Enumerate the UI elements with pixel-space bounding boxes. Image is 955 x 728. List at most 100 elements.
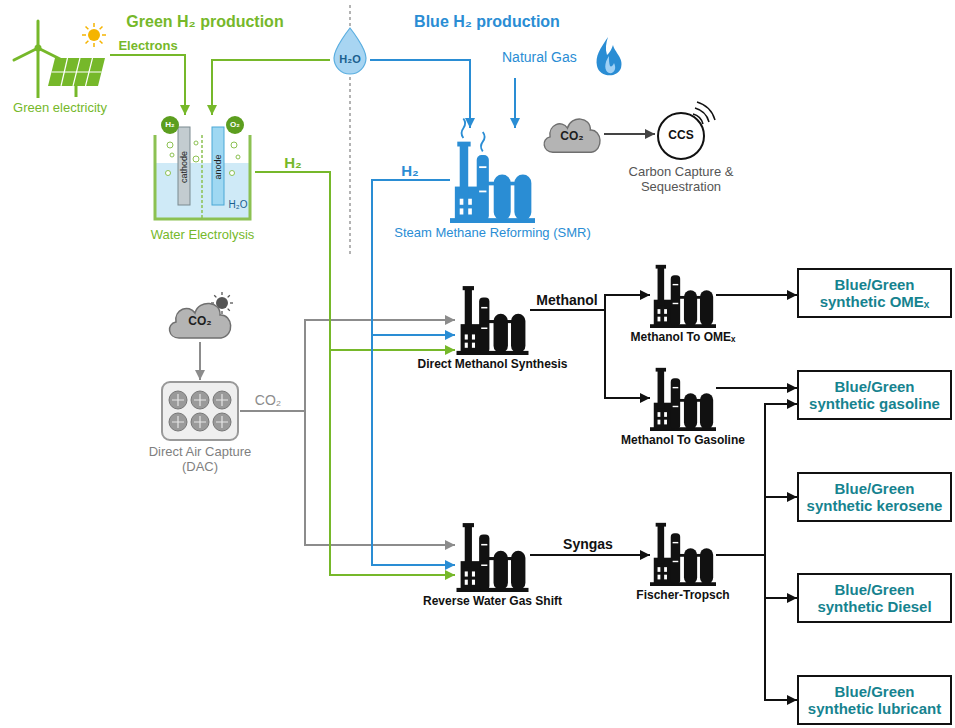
sun-ray: [102, 34, 106, 36]
product-box: Blue/Green synthetic lubricant: [797, 675, 952, 725]
node-label: CO₂: [560, 130, 583, 144]
ccs-circle: [658, 113, 704, 159]
plant-part: [671, 275, 680, 326]
cell-tank: [155, 135, 250, 219]
gas-label: H₂: [165, 121, 174, 129]
plant-part: [700, 548, 713, 584]
sun-ray: [221, 292, 222, 295]
process-plant: Methanol To OMEₓ: [650, 262, 716, 328]
node-label: CCS: [668, 129, 693, 143]
flow-label: Methanol: [534, 293, 599, 307]
sun-ray: [228, 309, 230, 311]
dac-frame: [162, 382, 238, 440]
smr-plant: Steam Methane Reforming (SMR): [450, 128, 535, 223]
node-caption: Direct Methanol Synthesis: [417, 358, 567, 372]
sun-ray: [82, 34, 86, 36]
plant-part: [514, 174, 531, 220]
plant-window: [658, 317, 661, 322]
plant-part: [679, 399, 685, 402]
plant-part: [465, 526, 472, 567]
gas-bubble: [167, 142, 173, 148]
gas-bubble: [170, 153, 174, 157]
drop-shape: [334, 28, 366, 74]
factory-icon: [455, 283, 530, 355]
flow-arrow: [716, 294, 797, 296]
flow-arrow: [255, 172, 455, 350]
plant-stripe: [479, 191, 486, 193]
factory-icon: [455, 520, 530, 592]
plant-window: [472, 334, 475, 339]
plant-window: [472, 343, 475, 348]
flame-core: [605, 56, 615, 73]
plant-part: [671, 378, 680, 429]
plant-part: [488, 557, 494, 560]
node-caption: Methanol To Gasoline: [621, 434, 745, 448]
plant-window: [658, 420, 661, 425]
green-electricity-icon: Green electricity: [10, 18, 110, 98]
sun-ray: [93, 23, 95, 27]
caption-holder: Methanol To OMEₓ: [631, 331, 736, 345]
plant-part: [696, 296, 701, 299]
flow-label: Syngas: [561, 537, 615, 551]
text-holder: CCS: [668, 129, 693, 143]
caption-holder: Direct Air Capture (DAC): [138, 445, 263, 475]
plant-stripe: [673, 406, 679, 407]
cathode: [178, 127, 190, 205]
fan-blade: [172, 394, 184, 406]
product-box: Blue/Green synthetic gasoline: [797, 370, 952, 420]
dac-unit: Direct Air Capture (DAC): [160, 380, 240, 442]
caption-holder: Fischer-Tropsch: [636, 589, 729, 603]
plant-window: [472, 580, 475, 585]
node-label: Natural Gas: [502, 49, 577, 65]
flow-arrow: [199, 342, 201, 380]
plant-window: [664, 567, 667, 572]
electrode-label: cathode: [180, 151, 189, 183]
ccs-tank: CCSCarbon Capture & Sequestration: [655, 110, 707, 162]
node-label: Blue/Green synthetic OMEₓ: [803, 276, 946, 311]
flame-shape: [597, 37, 622, 75]
caption-holder: Carbon Capture & Sequestration: [616, 165, 746, 195]
caption-holder: Direct Methanol Synthesis: [417, 358, 567, 372]
plant-part: [479, 297, 489, 353]
plant-stripe: [481, 564, 487, 566]
flow-arrow: [716, 555, 797, 700]
plant-part: [656, 523, 666, 527]
plant-stripe: [673, 542, 679, 543]
gas-bubble: [236, 155, 240, 159]
sun-ray: [86, 41, 89, 44]
plant-window: [658, 575, 661, 580]
dac-fan: [191, 391, 209, 409]
plant-window: [472, 571, 475, 576]
plant-part: [463, 286, 474, 290]
flow-arrow: [372, 180, 455, 335]
plant-stripe: [479, 166, 486, 168]
plant-part: [696, 399, 701, 402]
node-caption: Reverse Water Gas Shift: [423, 595, 562, 609]
plant-part: [511, 314, 525, 353]
plant-part: [507, 557, 512, 560]
text-holder: CO₂: [188, 307, 211, 329]
plant-part: [700, 393, 713, 429]
steam-line: [481, 132, 485, 151]
plant-part: [679, 554, 685, 557]
plant-symbol: [650, 265, 716, 328]
flow-arrow: [240, 411, 455, 545]
co2-cloud: CO₂: [165, 294, 235, 342]
flow-arrow: [716, 497, 797, 555]
turbine-blade: [14, 48, 38, 60]
node-label: H₂O: [339, 53, 360, 66]
plant-symbol: [650, 523, 716, 586]
factory-icon: [650, 365, 716, 431]
plant-part: [479, 534, 489, 590]
plant-part: [463, 523, 474, 527]
process-plant: Reverse Water Gas Shift: [455, 520, 530, 592]
text-holder: Blue/Green synthetic Diesel: [803, 581, 946, 616]
plant-window: [460, 199, 464, 205]
flow-label: CO₂: [253, 393, 283, 407]
section-title: Green H₂ production: [126, 14, 283, 30]
caption-holder: Reverse Water Gas Shift: [423, 595, 562, 609]
plant-part: [460, 145, 469, 194]
co2-cloud: CO₂: [540, 110, 604, 156]
plant-part: [510, 182, 516, 186]
